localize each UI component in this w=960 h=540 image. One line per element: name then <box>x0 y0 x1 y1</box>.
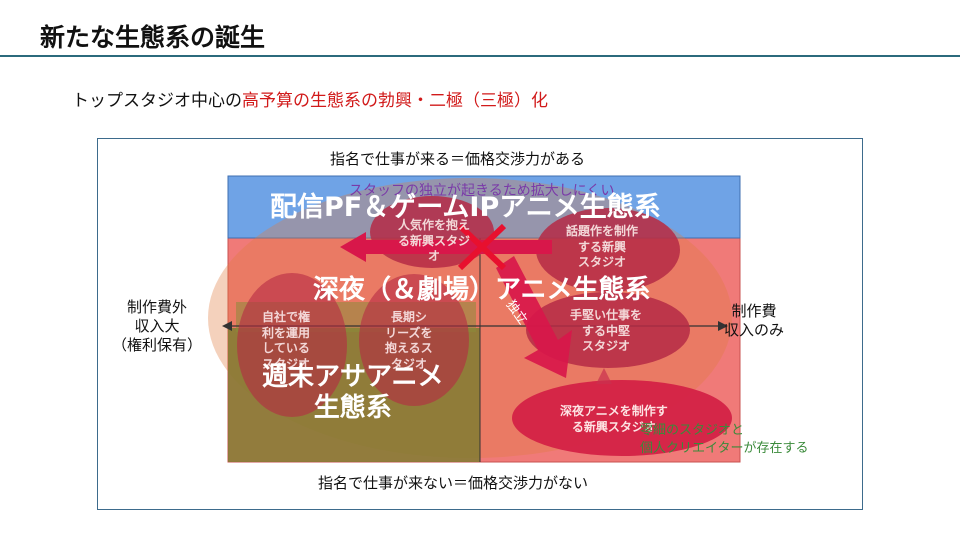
shinya-zone-label: 深夜（＆劇場）アニメ生態系 <box>313 275 651 305</box>
bubble-ninki-line: る新興スタジ <box>398 233 471 248</box>
block-x-line-2 <box>457 223 507 271</box>
axis-right-line-2: 収入のみ <box>724 320 785 339</box>
bubble-wadai-line: する新興 <box>578 239 627 254</box>
bubble-wadai-line: スタジオ <box>578 255 627 270</box>
bubble-wadai-line: 話題作を制作 <box>566 224 639 238</box>
bubble-shinya-new-line: る新興スタジオ <box>571 419 656 434</box>
independence-arrow <box>496 256 572 378</box>
bubble-tegatai-line: する中堅 <box>582 323 631 338</box>
expansion-arrow-shaft <box>366 240 552 254</box>
bubble-jisha-line: スタジオ <box>262 356 311 371</box>
bubble-tegatai-line: 手堅い仕事を <box>570 308 643 322</box>
axis-left-line-2: 収入大 <box>134 316 180 335</box>
bubble-wadai <box>536 208 680 292</box>
bubble-jisha-line: している <box>262 341 310 356</box>
bubble-choki-line: タジオ <box>390 356 427 371</box>
shumatsu-zone-label-line-2: 生態系 <box>313 393 392 424</box>
green-note-arrow <box>596 368 612 384</box>
horizontal-axis-arrowtail <box>222 321 232 331</box>
bubble-choki-text: 長期シ リーズを 抱えるス タジオ <box>385 310 433 372</box>
bubble-ninki-line: オ <box>428 249 441 264</box>
slide-subtitle: トップスタジオ中心の高予算の生態系の勃興・二極（三極）化 <box>72 86 548 111</box>
title-divider <box>0 55 960 57</box>
bubble-wadai-text: 話題作を制作 する新興 スタジオ <box>566 224 638 271</box>
subtitle-highlight: 高予算の生態系の勃興・二極（三極）化 <box>242 91 548 111</box>
bubble-shinya-new-line: 深夜アニメを制作す <box>560 404 668 418</box>
horizontal-axis-arrowhead <box>718 321 728 331</box>
bubble-choki-line: リーズを <box>385 325 433 340</box>
staff-independence-note: スタッフの独立が起きるため拡大しにくい <box>349 183 615 199</box>
axis-top-label: 指名で仕事が来る＝価格交渉力がある <box>330 150 586 168</box>
small-studios-note: 零細のスタジオと 個人クリエイターが存在する <box>640 422 808 458</box>
axis-left-line-1: 制作費外 <box>127 298 188 316</box>
bubble-tegatai-line: スタジオ <box>582 339 631 354</box>
small-studios-note-line-2: 個人クリエイターが存在する <box>640 441 809 457</box>
shumatsu-zone-label-line-1: 週末アサアニメ <box>262 362 444 392</box>
bubble-jisha <box>237 273 347 417</box>
shumatsu-zone-label: 週末アサアニメ 生態系 <box>262 362 443 424</box>
bubble-shinya-new-text: 深夜アニメを制作す る新興スタジオ <box>560 404 668 435</box>
bubble-shinya-new <box>512 380 732 456</box>
axis-right-line-1: 制作費 <box>731 302 777 320</box>
expansion-arrow-head <box>340 232 366 262</box>
haishin-zone-label: 配信PF＆ゲームIPアニメ生態系 <box>270 192 661 223</box>
bubble-choki-line: 長期シ <box>390 310 427 324</box>
bubble-choki-line: 抱えるス <box>385 341 433 356</box>
bubble-ninki-line: 人気作を抱え <box>398 218 471 232</box>
bubble-ninki-text: 人気作を抱え る新興スタジ オ <box>398 218 470 265</box>
diagram-frame <box>97 138 863 510</box>
axis-bottom-label: 指名で仕事が来ない＝価格交渉力がない <box>318 474 589 492</box>
axis-right-label: 制作費 収入のみ <box>724 302 784 340</box>
bubble-jisha-text: 自社で権 利を運用 している スタジオ <box>262 310 310 372</box>
bubble-jisha-line: 自社で権 <box>262 310 311 324</box>
subtitle-prefix: トップスタジオ中心の <box>72 91 242 111</box>
bubble-jisha-line: 利を運用 <box>262 325 311 340</box>
axis-left-line-3: （権利保有） <box>112 335 203 354</box>
small-studios-note-line-1: 零細のスタジオと <box>640 423 745 438</box>
axis-left-label: 制作費外 収入大 （権利保有） <box>112 298 202 354</box>
bubble-choki <box>359 274 469 406</box>
bubble-tegatai-text: 手堅い仕事を する中堅 スタジオ <box>570 308 642 355</box>
slide-title: 新たな生態系の誕生 <box>40 23 266 52</box>
